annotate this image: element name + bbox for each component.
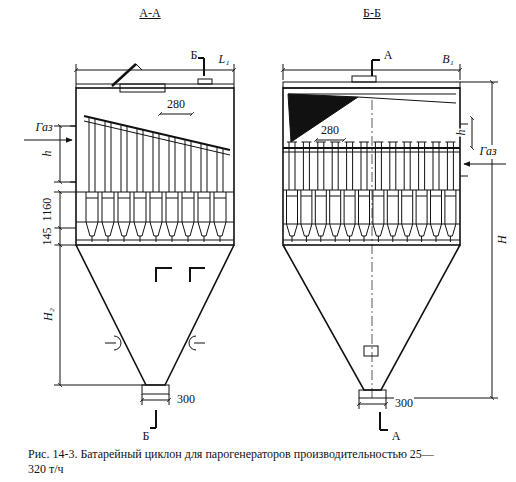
dimension: 280 (166, 98, 186, 111)
dimension: H (495, 235, 508, 246)
right-view (283, 60, 506, 430)
left-view (24, 58, 234, 428)
dimension: L₁ (218, 53, 231, 66)
dimension: h (41, 150, 54, 158)
section-title: Б-Б (362, 7, 382, 20)
dimension: H₂ (41, 308, 54, 323)
dimension: 300 (394, 397, 414, 410)
figure-caption: Рис. 14-3. Батарейный циклон для пароген… (28, 447, 448, 477)
section-mark: А (383, 49, 394, 62)
flow-label: Газ (34, 121, 53, 134)
section-title: А-А (138, 7, 161, 20)
dimension: 300 (176, 393, 196, 406)
flow-label: Газ (478, 145, 497, 158)
dimension: 280 (320, 124, 340, 137)
section-mark: Б (190, 49, 199, 62)
section-mark: А (391, 430, 402, 443)
dimension: B₁ (441, 53, 455, 66)
dimension: 145 (41, 227, 54, 247)
dimension: 1160 (41, 197, 54, 223)
section-mark: Б (142, 430, 151, 443)
dimension: h (455, 129, 468, 137)
